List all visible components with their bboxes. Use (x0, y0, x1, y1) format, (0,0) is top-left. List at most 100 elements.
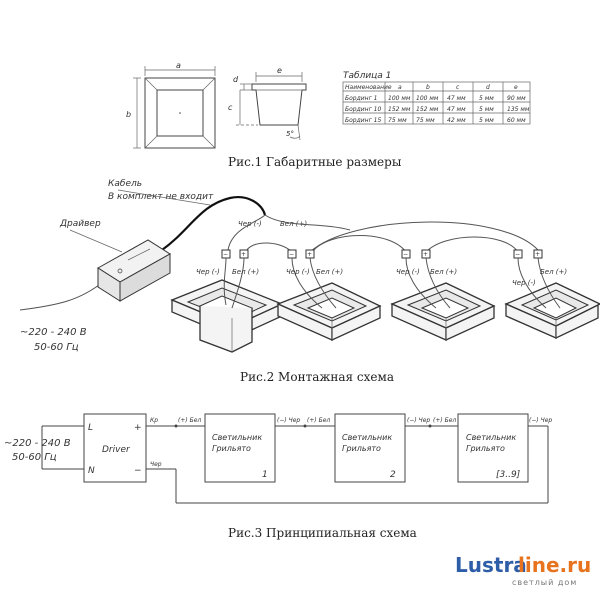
table-cell: 90 мм (507, 95, 526, 102)
wire-label-minus-2: (−) Чер (407, 417, 430, 424)
lamp-type: Грильято (466, 444, 505, 453)
table-header-e: e (514, 84, 518, 91)
fig2-frequency: 50-60 Гц (34, 342, 79, 353)
top-white-label: Бел (+) (280, 220, 307, 228)
fig1-dimensions: a b e d c 5° Таблица 1 (126, 61, 531, 169)
minus-sign: − (223, 251, 228, 258)
schematic-lamp-1: Светильник Грильято 1 (204, 413, 276, 483)
plus-sign: + (535, 251, 540, 258)
table-cell: 5 мм (479, 106, 494, 113)
wire-label-plus-1: (+) Бел (178, 417, 201, 424)
lamp-3-white-label: Бел (+) (430, 268, 457, 276)
minus-sign: − (289, 251, 294, 258)
dim-a-label: a (176, 61, 181, 70)
table-cell: Бординг 10 (345, 106, 381, 113)
lamp-2-black-label: Чер (-) (286, 268, 310, 276)
table-cell: 100 мм (416, 95, 439, 102)
driver-leader (69, 229, 123, 253)
lamp-2: − + Чер (-) Бел (+) (276, 249, 382, 342)
wire-driver-minus (227, 214, 266, 251)
table-cell: 75 мм (388, 117, 407, 124)
table-cell: Бординг 1 (345, 95, 377, 102)
driver-minus: − (134, 466, 142, 476)
table-cell: 5 мм (479, 95, 494, 102)
lamp-1: − + Чер (-) Бел (+) (170, 249, 284, 353)
table-cell: 152 мм (416, 106, 439, 113)
brand-dark: Lustra (455, 553, 527, 577)
lamp-4: − + Чер (-) Бел (+) (504, 249, 600, 340)
plus-sign: + (307, 251, 312, 258)
lamp-top-view-outer (144, 77, 216, 149)
driver-L: L (88, 423, 93, 433)
dim-angle-label: 5° (286, 130, 294, 138)
wire-label-plus-2: (+) Бел (307, 417, 330, 424)
table-header-name: Наименование (345, 84, 392, 91)
table-cell: 100 мм (388, 95, 411, 102)
brand-accent: line.ru (518, 553, 591, 577)
dim-d-label: d (233, 75, 239, 84)
fig3-voltage: ~220 - 240 В (4, 438, 71, 449)
driver-N: N (88, 466, 95, 476)
wire-3-4 (425, 236, 519, 253)
wire-label-plus-3: (+) Бел (433, 417, 456, 424)
fig3-frequency: 50-60 Гц (12, 452, 57, 463)
cable-leader (117, 189, 211, 206)
schematic-lamp-2: Светильник Грильято 2 (334, 413, 406, 483)
table-header-d: d (486, 84, 490, 91)
dimensions-table: Наименование a b c d e Бординг 1 100 мм … (342, 81, 531, 125)
lamp-type: Грильято (212, 444, 251, 453)
wire-2-3 (311, 235, 407, 253)
lamp-4-white-label: Бел (+) (540, 268, 567, 276)
fig2-installation: Кабель В комплект не входит Драйвер ~220… (19, 179, 600, 384)
wire-1-2 (245, 242, 293, 253)
lamp-top-view-inner (156, 89, 204, 137)
lamp-1-white-label: Бел (+) (232, 268, 259, 276)
wire-plus-loop (309, 221, 539, 253)
lamp-name: Светильник (212, 433, 262, 442)
table-cell: 5 мм (479, 117, 494, 124)
table-cell: 42 мм (447, 117, 466, 124)
table-header-c: c (456, 84, 460, 91)
plus-sign: + (241, 251, 246, 258)
lamp-3: − + Чер (-) Бел (+) (390, 249, 496, 342)
driver-block (83, 413, 147, 483)
watermark-logo: Lustra line.ru светлый дом (455, 553, 591, 587)
lamp-number: [3..9] (496, 470, 521, 480)
schematic-lamp-n: Светильник Грильято [3..9] (457, 413, 529, 483)
driver-plus: + (134, 423, 142, 433)
lamp-3-black-label: Чер (-) (396, 268, 420, 276)
table-cell: 47 мм (447, 95, 466, 102)
lamp-2-white-label: Бел (+) (316, 268, 343, 276)
table-cell: 60 мм (507, 117, 526, 124)
wire-driver-plus (264, 214, 351, 231)
fig1-caption: Рис.1 Габаритные размеры (228, 155, 402, 169)
dim-b-label: b (126, 110, 131, 119)
input-wire (19, 281, 104, 311)
driver-name: Driver (102, 445, 131, 455)
lamp-1-black-label: Чер (-) (196, 268, 220, 276)
fig3-schematic: ~220 - 240 В 50-60 Гц L N Driver + − Кр … (4, 413, 552, 540)
lamp-number: 1 (262, 470, 268, 480)
minus-sign: − (403, 251, 408, 258)
table-title: Таблица 1 (343, 71, 391, 81)
lamp-type: Грильято (342, 444, 381, 453)
table-header-b: b (426, 84, 430, 91)
dim-c-label: c (228, 103, 233, 112)
lamp-name: Светильник (342, 433, 392, 442)
minus-sign: − (515, 251, 520, 258)
driver-box (97, 239, 171, 302)
driver-label: Драйвер (59, 219, 101, 229)
lamp-number: 2 (390, 470, 396, 480)
wire-label-minus-3: (−) Чер (529, 417, 552, 424)
mains-cable (161, 196, 267, 251)
cable-label: Кабель (108, 179, 142, 189)
dim-e-label: e (277, 66, 282, 75)
driver-out-top: Кр (150, 417, 158, 424)
fig2-voltage: ~220 - 240 В (20, 327, 87, 338)
table-cell: Бординг 15 (345, 117, 381, 124)
fig2-caption: Рис.2 Монтажная схема (240, 370, 394, 384)
table-cell: 47 мм (447, 106, 466, 113)
brand-tagline: светлый дом (512, 578, 577, 587)
lamp-4-black-label: Чер (-) (512, 279, 536, 287)
